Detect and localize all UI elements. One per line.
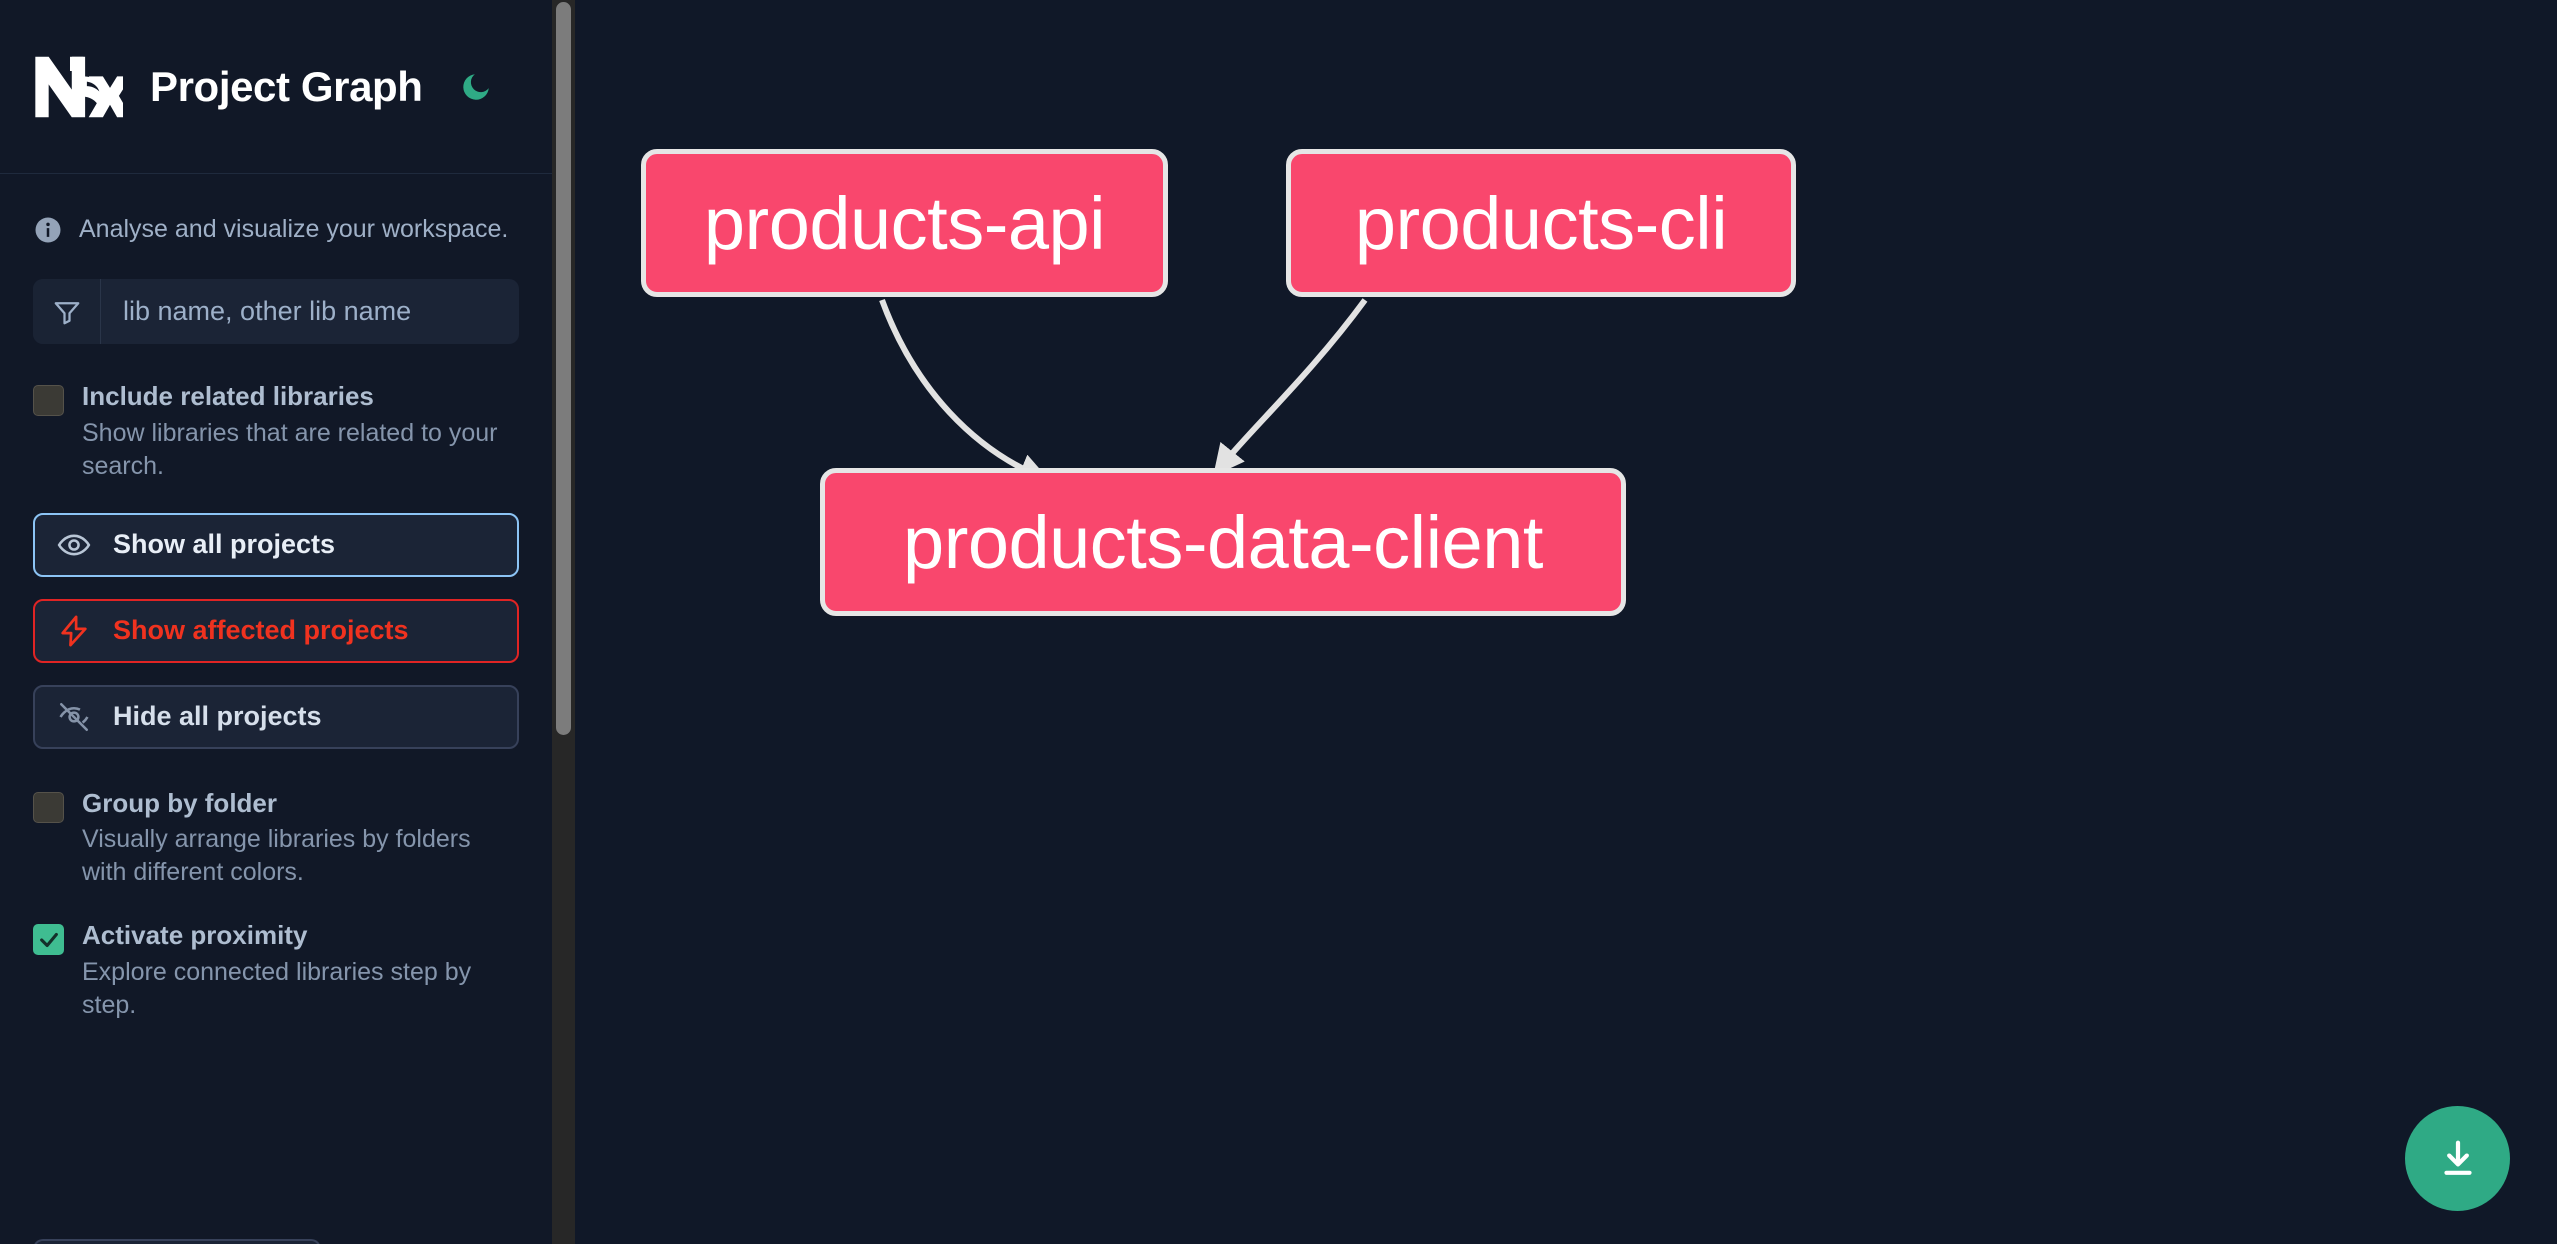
show-all-projects-button[interactable]: Show all projects (33, 512, 519, 577)
sidebar-bottom-control[interactable] (33, 1239, 321, 1244)
activate-proximity-checkbox[interactable] (33, 924, 64, 955)
node-label: products-data-client (903, 500, 1543, 584)
moon-icon[interactable] (453, 64, 499, 110)
hide-all-projects-button[interactable]: Hide all projects (33, 684, 519, 749)
option-label[interactable]: Activate proximity (82, 920, 308, 950)
sidebar-header: Project Graph (0, 0, 552, 174)
download-icon (2443, 1140, 2472, 1175)
button-label: Show all projects (113, 529, 336, 559)
sidebar: Project Graph Analyse and visualize your… (0, 0, 575, 1244)
search-row (33, 279, 519, 344)
graph-node-products-cli[interactable]: products-cli (1286, 149, 1796, 297)
group-by-folder-checkbox[interactable] (33, 791, 64, 823)
graph-canvas[interactable]: products-api products-cli products-data-… (575, 0, 2557, 1244)
page-title: Project Graph (150, 62, 423, 110)
eye-icon (57, 534, 91, 555)
node-label: products-cli (1354, 181, 1728, 265)
graph-node-products-api[interactable]: products-api (641, 149, 1168, 297)
option-label[interactable]: Include related libraries (82, 381, 374, 411)
sidebar-scrollbar-thumb[interactable] (556, 2, 571, 735)
filter-funnel-icon (33, 279, 101, 344)
projects-button-group: Show all projects Show affected projects (33, 512, 519, 749)
include-related-libraries-checkbox[interactable] (33, 385, 64, 416)
sidebar-body: Analyse and visualize your workspace. (0, 174, 552, 1022)
option-label[interactable]: Group by folder (82, 787, 277, 818)
option-activate-proximity: Activate proximity Explore connected lib… (33, 919, 519, 1022)
option-description: Visually arrange libraries by folders wi… (82, 825, 471, 886)
lightning-bolt-icon (61, 614, 87, 647)
show-affected-projects-button[interactable]: Show affected projects (33, 598, 519, 663)
edge-products-api-to-products-data-client (879, 298, 1051, 484)
nx-logo-icon (35, 56, 123, 117)
option-description: Explore connected libraries step by step… (82, 957, 472, 1019)
button-label: Show affected projects (113, 615, 409, 645)
node-label: products-api (703, 181, 1106, 265)
graph-node-products-data-client[interactable]: products-data-client (820, 468, 1626, 616)
eye-off-icon (59, 702, 89, 731)
info-icon (35, 217, 61, 242)
tagline: Analyse and visualize your workspace. (33, 174, 519, 279)
option-description: Show libraries that are related to your … (82, 418, 498, 480)
button-label: Hide all projects (113, 701, 322, 731)
download-graph-button[interactable] (2405, 1106, 2510, 1211)
edge-products-cli-to-products-data-client (1213, 298, 1368, 477)
tagline-text: Analyse and visualize your workspace. (79, 215, 509, 243)
search-input[interactable] (101, 279, 519, 344)
sidebar-scrollbar[interactable] (552, 0, 575, 1244)
option-include-related-libraries: Include related libraries Show libraries… (33, 380, 519, 483)
option-group-by-folder: Group by folder Visually arrange librari… (33, 787, 519, 890)
sidebar-scroll-content: Project Graph Analyse and visualize your… (0, 0, 552, 1244)
